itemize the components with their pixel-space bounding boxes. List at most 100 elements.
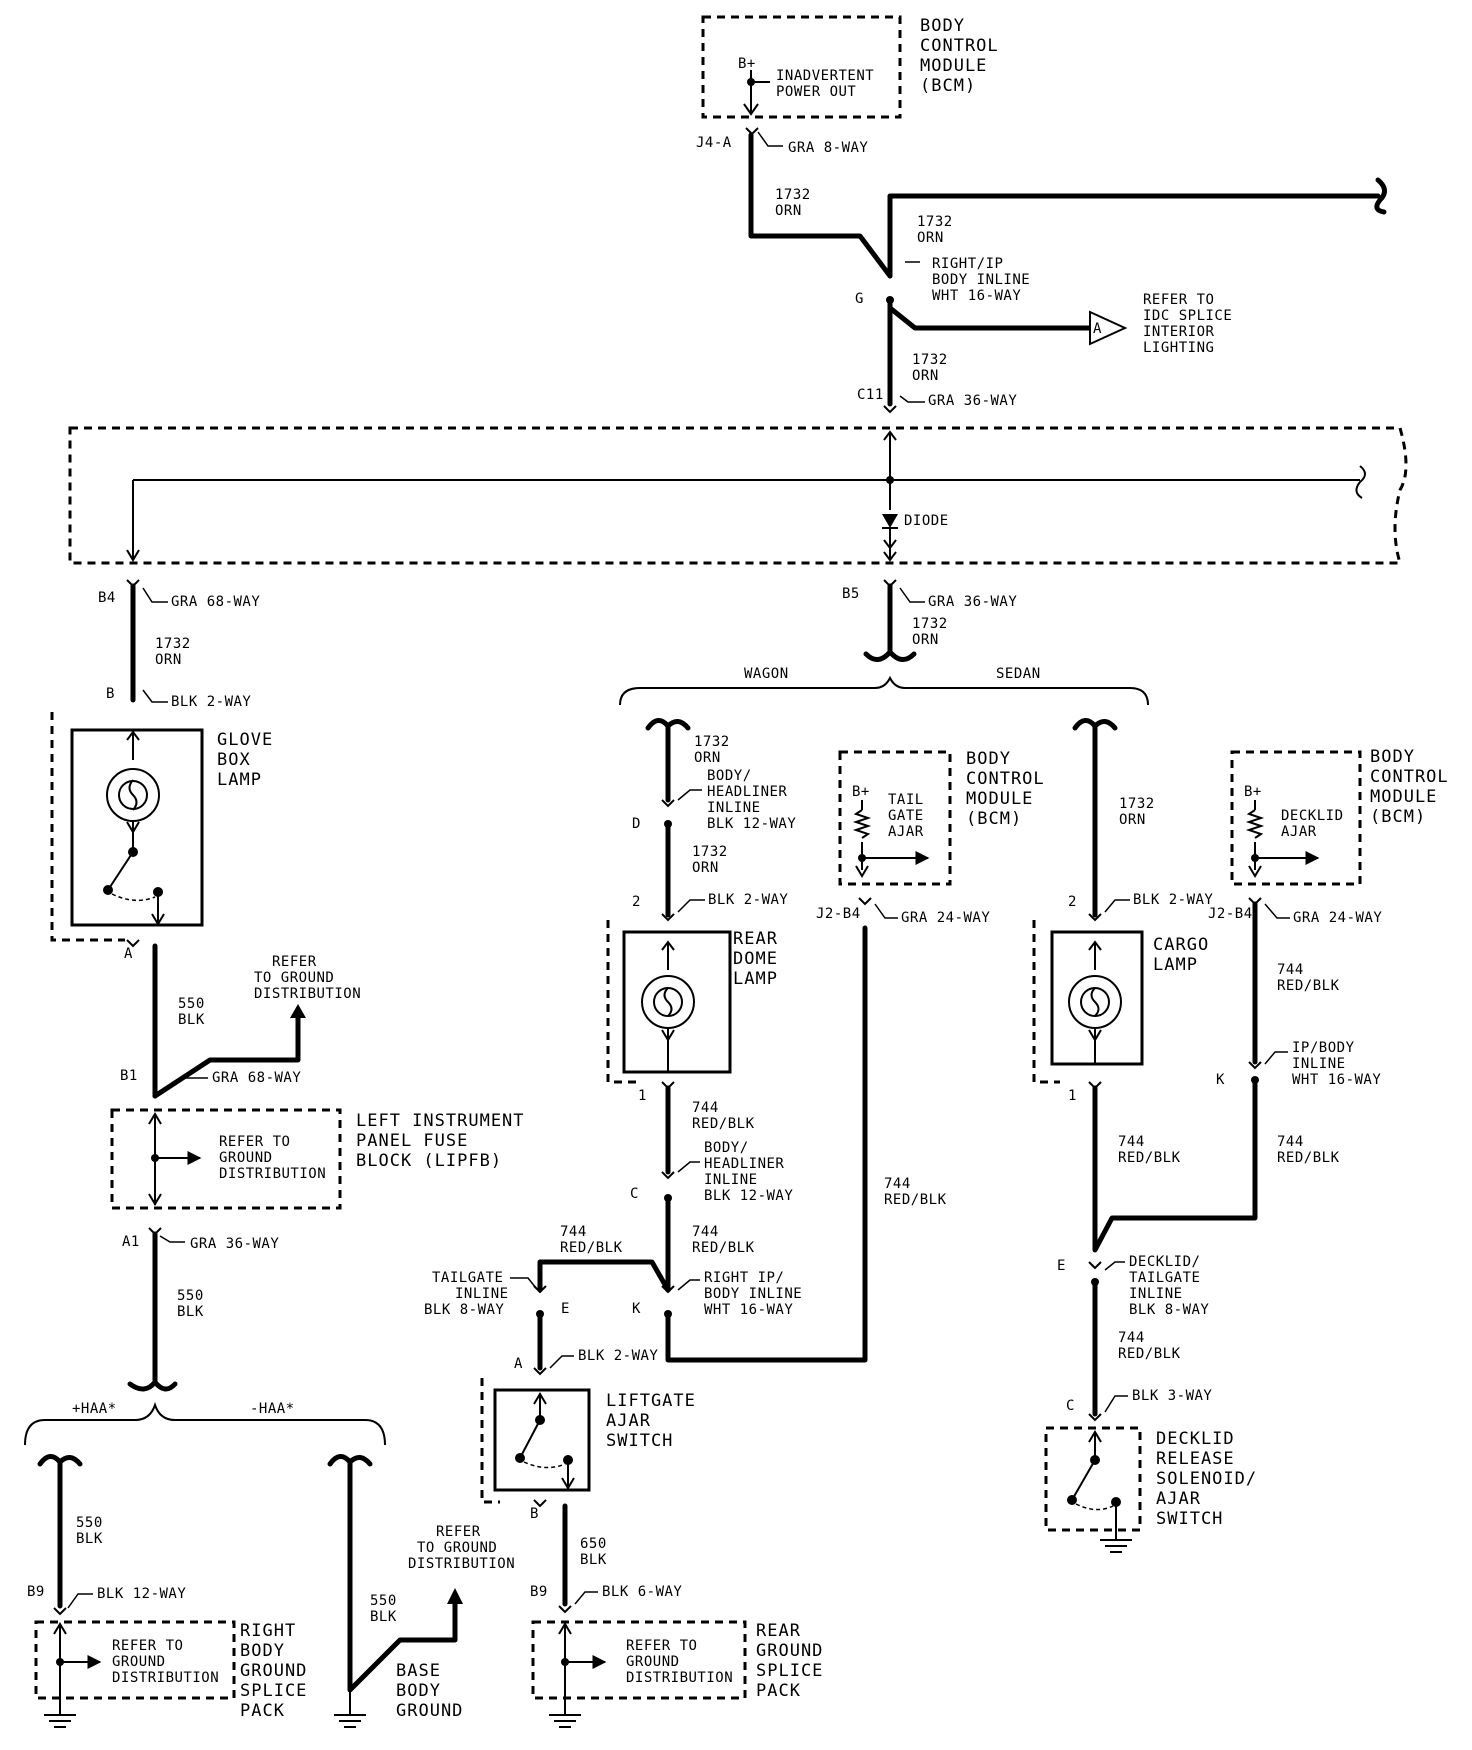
diagram-label: PACK: [756, 1681, 801, 1701]
diagram-label: A: [514, 1356, 523, 1372]
diagram-label: BLK 8-WAY: [424, 1302, 504, 1318]
diagram-label: B4: [98, 590, 116, 606]
diagram-label: AJAR: [888, 824, 924, 840]
diagram-label: GRA 36-WAY: [928, 594, 1017, 610]
sedan-branch: 1732 ORN 2 BLK 2-WAY CARGO LAMP 1 744 RE…: [1032, 718, 1448, 1553]
diagram-label: LIFTGATE: [606, 1391, 696, 1411]
diagram-label: GROUND: [112, 1654, 166, 1670]
diagram-label: BLK: [580, 1552, 607, 1568]
diagram-label: DIODE: [904, 513, 949, 529]
diagram-label: ORN: [912, 632, 939, 648]
diagram-label: BODY: [1370, 747, 1415, 767]
diagram-label: E: [561, 1301, 570, 1317]
diagram-label: REFER: [272, 954, 317, 970]
diagram-label: PANEL FUSE: [356, 1131, 468, 1151]
diagram-label: RELEASE: [1156, 1449, 1235, 1469]
diagram-label: B: [106, 686, 115, 702]
diagram-label: IP/BODY: [1292, 1040, 1355, 1056]
diagram-label: B+: [738, 56, 756, 72]
glove-box-lamp: [70, 728, 204, 927]
diagram-label: J4-A: [696, 135, 732, 151]
diagram-label: B: [530, 1506, 539, 1522]
diagram-label: 744: [1277, 962, 1304, 978]
diagram-label: 744: [1118, 1134, 1145, 1150]
rear-ground-box: [531, 1620, 747, 1700]
diagram-label: REFER TO: [112, 1638, 183, 1654]
diagram-label: INLINE: [704, 1172, 758, 1188]
bcm-mid: DIODE: [68, 426, 1408, 565]
diagram-label: REFER: [436, 1524, 481, 1540]
diagram-label: AJAR: [1156, 1489, 1201, 1509]
diagram-label: B1: [120, 1068, 138, 1084]
diagram-label: INADVERTENT: [776, 68, 874, 84]
diagram-label: C11: [857, 387, 884, 403]
diagram-label: G: [855, 291, 864, 307]
diagram-label: DISTRIBUTION: [219, 1166, 326, 1182]
diagram-label: RED/BLK: [1277, 1150, 1340, 1166]
left-branch: B4 GRA 68-WAY 1732 ORN B BLK 2-WAY GLOVE…: [24, 579, 524, 1728]
diagram-label: HEADLINER: [707, 784, 787, 800]
diagram-label: BLOCK (LIPFB): [356, 1151, 502, 1171]
diagram-label: J2-B4: [1208, 906, 1253, 922]
diagram-label: BLK 8-WAY: [1129, 1302, 1209, 1318]
diagram-label: BODY: [966, 749, 1011, 769]
diagram-label: 1732: [912, 616, 948, 632]
diagram-label: INTERIOR: [1143, 324, 1215, 340]
diagram-label: BODY: [396, 1681, 441, 1701]
diagram-label: BODY/: [704, 1140, 749, 1156]
diagram-label: RED/BLK: [1118, 1150, 1181, 1166]
ground-icon: [1100, 1539, 1132, 1553]
diagram-label: B5: [842, 586, 860, 602]
diagram-label: +HAA*: [72, 1401, 117, 1417]
diagram-label: RED/BLK: [692, 1116, 755, 1132]
diagram-label: CONTROL: [966, 769, 1045, 789]
diagram-label: 1732: [694, 734, 730, 750]
wagon-branch: 1732 ORN BODY/ HEADLINER INLINE BLK 12-W…: [424, 718, 1045, 1728]
diagram-label: BLK: [177, 1304, 204, 1320]
diagram-label: J2-B4: [816, 906, 861, 922]
bcm-tailgate-box: [838, 750, 952, 886]
diagram-label: RED/BLK: [884, 1192, 947, 1208]
diagram-label: (BCM): [966, 809, 1022, 829]
diagram-label: TO GROUND: [417, 1540, 497, 1556]
diagram-label: RED/BLK: [1118, 1346, 1181, 1362]
diagram-label: 550: [370, 1593, 397, 1609]
diagram-label: GROUND: [240, 1661, 307, 1681]
diagram-label: LAMP: [733, 969, 778, 989]
top-wires: 1732 ORN 1732 ORN RIGHT/IP BODY INLINE W…: [745, 127, 1387, 414]
diagram-label: SOLENOID/: [1156, 1469, 1257, 1489]
diagram-label: IDC SPLICE: [1143, 308, 1232, 324]
diagram-label: AJAR: [606, 1411, 651, 1431]
diagram-label: LAMP: [1153, 955, 1198, 975]
diagram-label: C: [630, 1186, 639, 1202]
diagram-label: D: [632, 816, 641, 832]
diagram-label: PACK: [240, 1701, 285, 1721]
diagram-label: 1732: [692, 844, 728, 860]
diagram-label: BOX: [217, 750, 251, 770]
diagram-label: 1: [638, 1088, 647, 1104]
diagram-label: 1732: [912, 352, 948, 368]
diagram-label: BLK 12-WAY: [704, 1188, 793, 1204]
diagram-label: MODULE: [920, 56, 987, 76]
diagram-label: -HAA*: [250, 1401, 295, 1417]
diagram-label: RIGHT/IP: [932, 256, 1003, 272]
diagram-label: REFER TO: [626, 1638, 697, 1654]
diagram-label: ORN: [1119, 812, 1146, 828]
diagram-label: BODY INLINE: [932, 272, 1030, 288]
diagram-label: 2: [632, 894, 641, 910]
diagram-label: REFER TO: [219, 1134, 290, 1150]
diagram-label: GROUND: [219, 1150, 273, 1166]
diagram-label: C: [1066, 1398, 1075, 1414]
diagram-label: 744: [1118, 1330, 1145, 1346]
diagram-label: B+: [1244, 784, 1262, 800]
diagram-label: BLK 2-WAY: [171, 694, 251, 710]
diagram-label: REAR: [756, 1621, 801, 1641]
diagram-label: INLINE: [707, 800, 761, 816]
diagram-label: BASE: [396, 1661, 441, 1681]
diagram-label: GROUND: [626, 1654, 680, 1670]
diagram-label: SPLICE: [756, 1661, 823, 1681]
diagram-label: A: [124, 946, 133, 962]
diagram-label: TO GROUND: [254, 970, 334, 986]
diagram-label: GRA 8-WAY: [788, 140, 868, 156]
diagram-label: B9: [27, 1584, 45, 1600]
